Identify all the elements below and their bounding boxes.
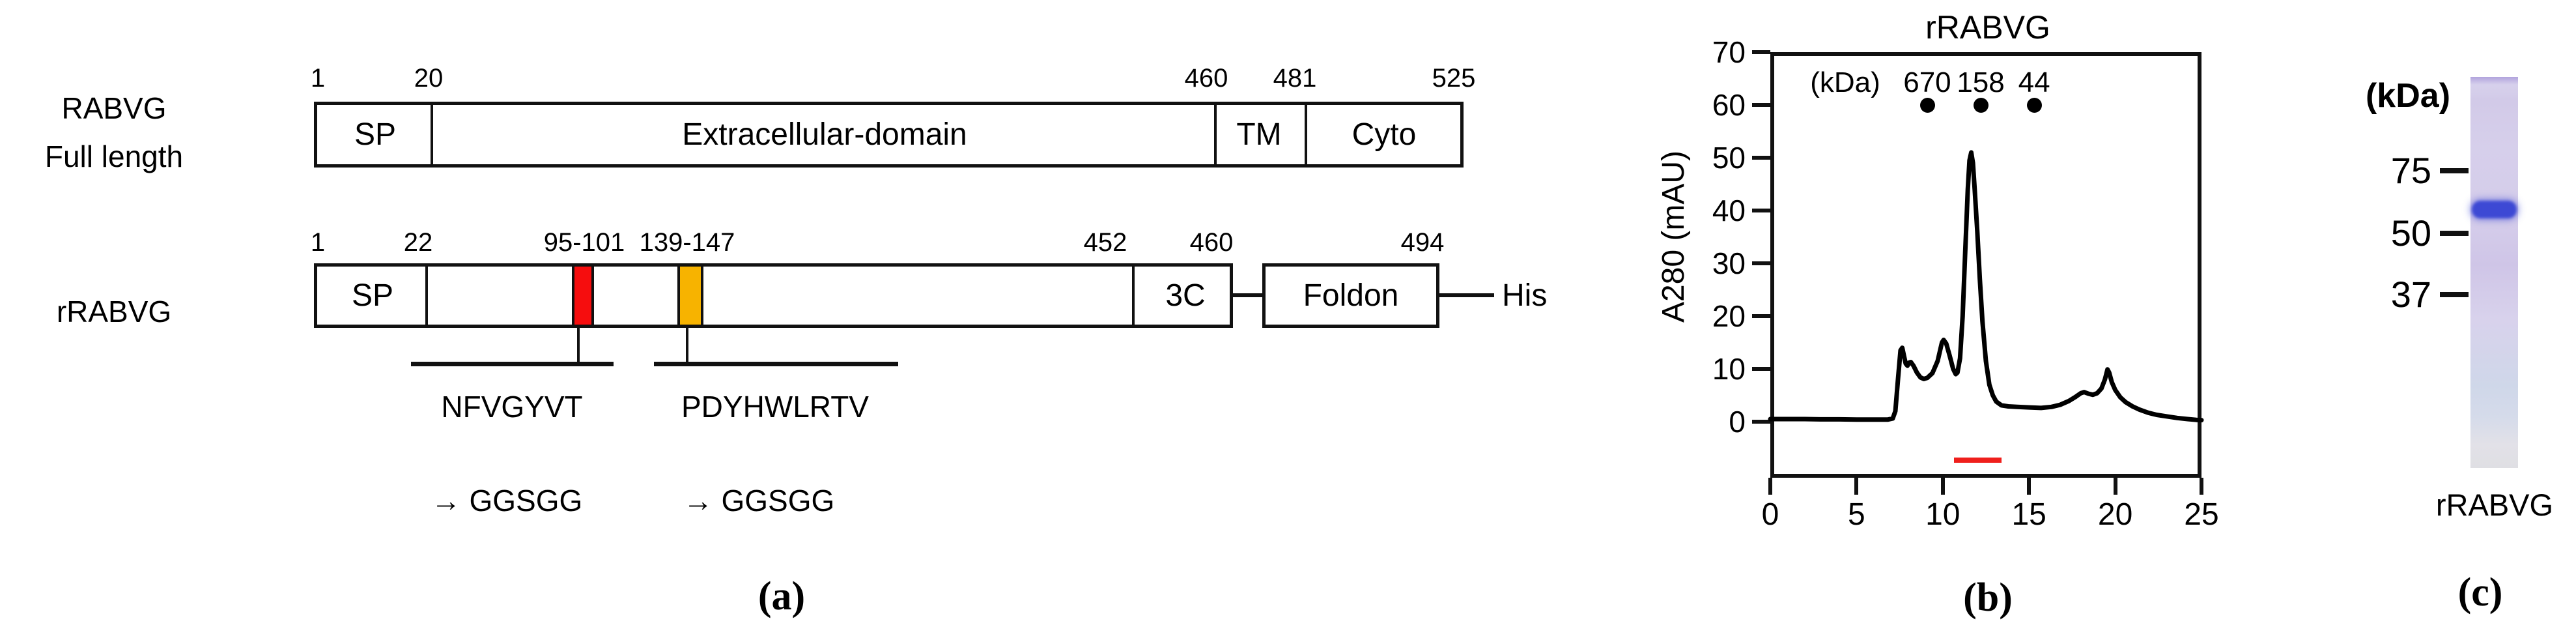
x-tick-mark: [1854, 478, 1859, 495]
x-tick-mark: [2200, 478, 2203, 495]
tm-cyto-boundary: [1305, 105, 1307, 164]
x-tick-mark: [2027, 478, 2031, 495]
y-tick-label: 0: [1729, 405, 1746, 439]
gel-lane-label: rRABVG: [2435, 488, 2554, 522]
foldon-box: Foldon: [1262, 263, 1439, 328]
gel-marker-50-tick: [2440, 231, 2469, 236]
y-tick-mark: [1752, 209, 1770, 212]
full-length-row-label-line2: Full length: [44, 139, 184, 173]
rr-3c-boundary: [1132, 267, 1135, 325]
rr-sp-label: SP: [351, 278, 394, 313]
y-tick-label: 60: [1712, 88, 1746, 122]
y-tick-mark: [1752, 156, 1770, 160]
epitope1-overline: [411, 362, 614, 366]
bar-foldon-connector: [1233, 293, 1262, 297]
y-tick-label: 10: [1712, 352, 1746, 386]
chromatogram-plot-area: [1770, 52, 2201, 478]
panel-c-caption: (c): [2457, 570, 2503, 615]
y-tick-mark: [1752, 367, 1770, 371]
rr-sp-boundary: [425, 267, 428, 325]
y-tick-label: 50: [1712, 141, 1746, 175]
y-tick-mark: [1752, 314, 1770, 318]
epitope2-sequence: PDYHWLRTV: [681, 390, 869, 424]
foldon-his-connector: [1439, 293, 1494, 297]
x-tick-mark: [2113, 478, 2117, 495]
y-tick-label: 40: [1712, 194, 1746, 227]
rr-marker-22: 22: [403, 228, 433, 257]
y-tick-mark: [1752, 261, 1770, 265]
tm-segment-label: TM: [1236, 117, 1282, 152]
x-tick-label: 15: [2011, 497, 2046, 532]
epitope1-sequence: NFVGYVT: [441, 390, 583, 424]
sp-ecd-boundary: [431, 105, 433, 164]
x-tick-label: 0: [1761, 497, 1779, 532]
gel-marker-37: 37: [2390, 274, 2431, 315]
gel-kda-unit-label: (kDa): [2365, 77, 2451, 115]
rr-marker-494: 494: [1400, 228, 1445, 257]
panel-a-caption: (a): [757, 574, 806, 619]
rr-3c-label: 3C: [1165, 278, 1206, 313]
y-tick-label: 30: [1712, 246, 1746, 280]
epitope1-replacement: → GGSGG: [431, 484, 583, 518]
chromatogram-title: rRABVG: [1925, 9, 2050, 46]
rr-marker-1: 1: [310, 228, 326, 257]
mw-standard-label-44: 44: [2018, 66, 2050, 98]
x-tick-label: 25: [2184, 497, 2219, 532]
x-tick-label: 10: [1925, 497, 1960, 532]
fl-marker-481: 481: [1273, 64, 1317, 93]
gel-protein-band: [2472, 201, 2517, 218]
fl-marker-525: 525: [1432, 64, 1476, 93]
gel-marker-75: 75: [2390, 150, 2431, 191]
foldon-label: Foldon: [1303, 278, 1399, 313]
rrabvg-row-label: rRABVG: [56, 295, 172, 328]
fl-marker-1: 1: [310, 64, 326, 93]
mw-standard-dot: [2027, 98, 2043, 113]
his-tag-label: His: [1502, 278, 1548, 313]
epitope1-pointer-line: [577, 328, 580, 363]
epitope2-overline: [654, 362, 898, 366]
full-length-row-label-line1: RABVG: [61, 91, 167, 125]
x-tick-mark: [1768, 478, 1772, 495]
epitope2-band: [677, 267, 703, 325]
y-tick-label: 20: [1712, 299, 1746, 333]
gel-marker-37-tick: [2440, 292, 2469, 297]
gel-marker-50: 50: [2390, 212, 2431, 254]
gel-marker-75-tick: [2440, 168, 2469, 173]
panel-b-caption: (b): [1963, 576, 2013, 620]
mw-standard-dot: [1919, 98, 1935, 113]
fl-marker-460: 460: [1184, 64, 1228, 93]
epitope2-replacement: → GGSGG: [683, 484, 835, 518]
ectodomain-segment-label: Extracellular-domain: [682, 117, 967, 152]
rr-marker-460: 460: [1189, 228, 1234, 257]
ecd-tm-boundary: [1214, 105, 1217, 164]
mw-standard-label-670: 670: [1903, 66, 1951, 98]
pooled-fraction-bar: [1954, 458, 2002, 463]
cyto-segment-label: Cyto: [1352, 117, 1417, 152]
mw-standard-label-158: 158: [1957, 66, 2005, 98]
epitope1-band: [572, 267, 594, 325]
rrabvg-domain-bar: SP 3C: [314, 263, 1233, 328]
gel-lane: [2470, 77, 2518, 468]
rr-marker-139-147: 139-147: [639, 228, 735, 257]
y-tick-mark: [1752, 103, 1770, 107]
y-tick-mark: [1752, 420, 1770, 424]
x-tick-label: 5: [1848, 497, 1865, 532]
rr-marker-95-101: 95-101: [543, 228, 625, 257]
y-tick-label: 70: [1712, 35, 1746, 69]
mw-unit-label: (kDa): [1810, 66, 1880, 98]
mw-standard-dot: [1974, 98, 1989, 113]
y-tick-mark: [1752, 50, 1770, 54]
full-length-domain-bar: SP Extracellular-domain TM Cyto: [314, 102, 1464, 168]
fl-marker-20: 20: [414, 64, 444, 93]
rr-marker-452: 452: [1083, 228, 1127, 257]
epitope2-pointer-line: [686, 328, 688, 363]
x-tick-mark: [1940, 478, 1945, 495]
sp-segment-label: SP: [354, 117, 397, 152]
x-tick-label: 20: [2097, 497, 2133, 532]
